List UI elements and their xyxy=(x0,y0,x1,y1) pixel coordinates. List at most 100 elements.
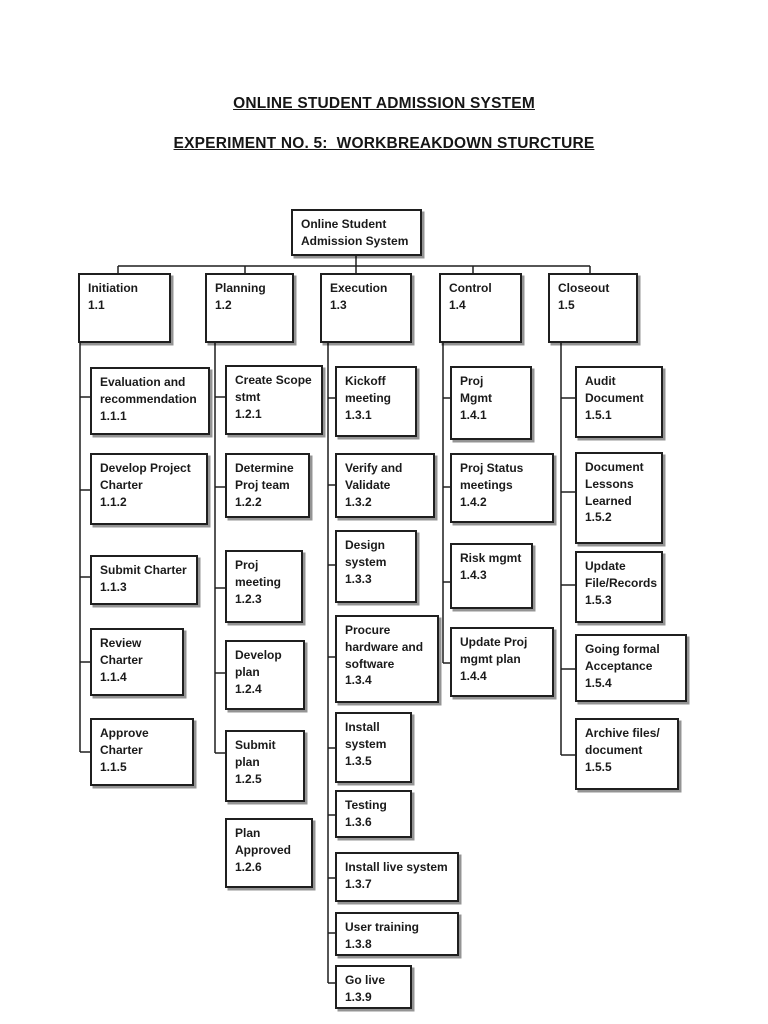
item-code: 1.2 xyxy=(215,297,232,312)
item-name: Closeout xyxy=(558,281,610,295)
wbs-item-1-4-4: Update Proj mgmt plan 1.4.4 xyxy=(450,627,554,697)
item-name: User training xyxy=(345,920,420,934)
item-name: Verify and Validate xyxy=(345,461,403,492)
item-code: 1.3.4 xyxy=(345,673,372,688)
item-name: Evaluation and recommendation xyxy=(100,375,197,406)
wbs-item-1-2-3: Proj meeting 1.2.3 xyxy=(225,550,303,623)
item-name: Develop Project Charter xyxy=(100,461,191,492)
item-name: Going formal Acceptance xyxy=(585,642,660,673)
item-code: 1.4.2 xyxy=(460,494,487,509)
wbs-item-1-5-2: Document Lessons Learned 1.5.2 xyxy=(575,452,663,544)
item-name: Document Lessons Learned xyxy=(585,460,644,508)
item-name: Planning xyxy=(215,281,266,295)
wbs-branch-closeout: Closeout 1.5 xyxy=(548,273,638,343)
item-name: Risk mgmt xyxy=(460,551,522,565)
item-name: Procure hardware and software xyxy=(345,623,424,671)
wbs-branch-planning: Planning 1.2 xyxy=(205,273,294,343)
item-code: 1.3.3 xyxy=(345,571,372,586)
item-code: 1.5.2 xyxy=(585,510,612,525)
wbs-item-1-5-5: Archive files/ document 1.5.5 xyxy=(575,718,679,790)
item-name: Archive files/ document xyxy=(585,726,660,757)
wbs-item-1-3-1: Kickoff meeting 1.3.1 xyxy=(335,366,417,437)
item-code: 1.3.6 xyxy=(345,814,372,829)
item-code: 1.4.1 xyxy=(460,407,487,422)
page-subtitle: EXPERIMENT NO. 5: WORKBREAKDOWN STURCTUR… xyxy=(173,135,595,152)
item-name: Create Scope stmt xyxy=(235,373,312,404)
wbs-item-1-4-3: Risk mgmt 1.4.3 xyxy=(450,543,533,609)
wbs-item-1-3-8: User training 1.3.8 xyxy=(335,912,459,956)
item-code: 1.1.5 xyxy=(100,759,127,774)
item-name: Update File/Records xyxy=(585,559,658,590)
item-code: 1.3.9 xyxy=(345,989,372,1004)
item-name: Submit Charter xyxy=(100,563,187,577)
wbs-item-1-3-5: Install system 1.3.5 xyxy=(335,712,412,783)
item-name: Design system xyxy=(345,538,387,569)
wbs-branch-control: Control 1.4 xyxy=(439,273,522,343)
item-code: 1.5.3 xyxy=(585,592,612,607)
wbs-branch-execution: Execution 1.3 xyxy=(320,273,412,343)
wbs-item-1-2-6: Plan Approved 1.2.6 xyxy=(225,818,313,888)
item-code: 1.4.4 xyxy=(460,668,487,683)
item-name: Online Student Admission System xyxy=(301,217,409,248)
item-name: Proj meeting xyxy=(235,558,282,589)
wbs-item-1-5-1: Audit Document 1.5.1 xyxy=(575,366,663,438)
item-code: 1.4.3 xyxy=(460,567,487,582)
item-name: Audit Document xyxy=(585,374,644,405)
wbs-item-1-3-3: Design system 1.3.3 xyxy=(335,530,417,603)
item-name: Control xyxy=(449,281,492,295)
item-name: Approve Charter xyxy=(100,726,149,757)
wbs-item-1-4-2: Proj Status meetings 1.4.2 xyxy=(450,453,554,523)
item-name: Plan Approved xyxy=(235,826,292,857)
wbs-item-1-1-3: Submit Charter 1.1.3 xyxy=(90,555,198,605)
item-code: 1.1.4 xyxy=(100,669,127,684)
item-name: Kickoff meeting xyxy=(345,374,392,405)
wbs-item-1-2-5: Submit plan 1.2.5 xyxy=(225,730,305,802)
wbs-item-1-1-4: Review Charter 1.1.4 xyxy=(90,628,184,696)
item-name: Update Proj mgmt plan xyxy=(460,635,528,666)
wbs-item-1-3-7: Install live system 1.3.7 xyxy=(335,852,459,902)
item-code: 1.2.1 xyxy=(235,406,262,421)
wbs-item-1-1-2: Develop Project Charter 1.1.2 xyxy=(90,453,208,525)
wbs-item-1-2-4: Develop plan 1.2.4 xyxy=(225,640,305,710)
item-code: 1.2.2 xyxy=(235,494,262,509)
item-code: 1.5 xyxy=(558,297,575,312)
item-code: 1.3 xyxy=(330,297,347,312)
item-code: 1.2.5 xyxy=(235,771,262,786)
item-code: 1.5.1 xyxy=(585,407,612,422)
item-name: Review Charter xyxy=(100,636,143,667)
item-name: Go live xyxy=(345,973,386,987)
page-header: ONLINE STUDENT ADMISSION SYSTEM EXPERIME… xyxy=(0,95,768,153)
item-code: 1.3.8 xyxy=(345,936,372,951)
item-code: 1.1.3 xyxy=(100,579,127,594)
item-name: Execution xyxy=(330,281,388,295)
item-name: Testing xyxy=(345,798,387,812)
item-name: Initiation xyxy=(88,281,138,295)
item-code: 1.1.2 xyxy=(100,494,127,509)
item-code: 1.4 xyxy=(449,297,466,312)
item-name: Submit plan xyxy=(235,738,276,769)
item-name: Determine Proj team xyxy=(235,461,294,492)
item-code: 1.2.3 xyxy=(235,591,262,606)
wbs-item-1-2-1: Create Scope stmt 1.2.1 xyxy=(225,365,323,435)
item-code: 1.3.5 xyxy=(345,753,372,768)
wbs-root-box: Online Student Admission System xyxy=(291,209,422,256)
wbs-item-1-3-6: Testing 1.3.6 xyxy=(335,790,412,838)
item-code: 1.2.4 xyxy=(235,681,262,696)
item-code: 1.3.1 xyxy=(345,407,372,422)
wbs-item-1-3-9: Go live 1.3.9 xyxy=(335,965,412,1009)
item-name: Proj Status meetings xyxy=(460,461,524,492)
item-code: 1.2.6 xyxy=(235,859,262,874)
item-name: Proj Mgmt xyxy=(460,374,492,405)
wbs-item-1-3-4: Procure hardware and software 1.3.4 xyxy=(335,615,439,703)
wbs-item-1-2-2: Determine Proj team 1.2.2 xyxy=(225,453,310,518)
item-code: 1.5.4 xyxy=(585,675,612,690)
item-code: 1.1 xyxy=(88,297,105,312)
item-code: 1.3.7 xyxy=(345,876,372,891)
page-title: ONLINE STUDENT ADMISSION SYSTEM xyxy=(233,95,535,112)
wbs-item-1-4-1: Proj Mgmt 1.4.1 xyxy=(450,366,532,440)
item-code: 1.5.5 xyxy=(585,759,612,774)
item-name: Install system xyxy=(345,720,387,751)
wbs-item-1-3-2: Verify and Validate 1.3.2 xyxy=(335,453,435,518)
wbs-item-1-5-4: Going formal Acceptance 1.5.4 xyxy=(575,634,687,702)
